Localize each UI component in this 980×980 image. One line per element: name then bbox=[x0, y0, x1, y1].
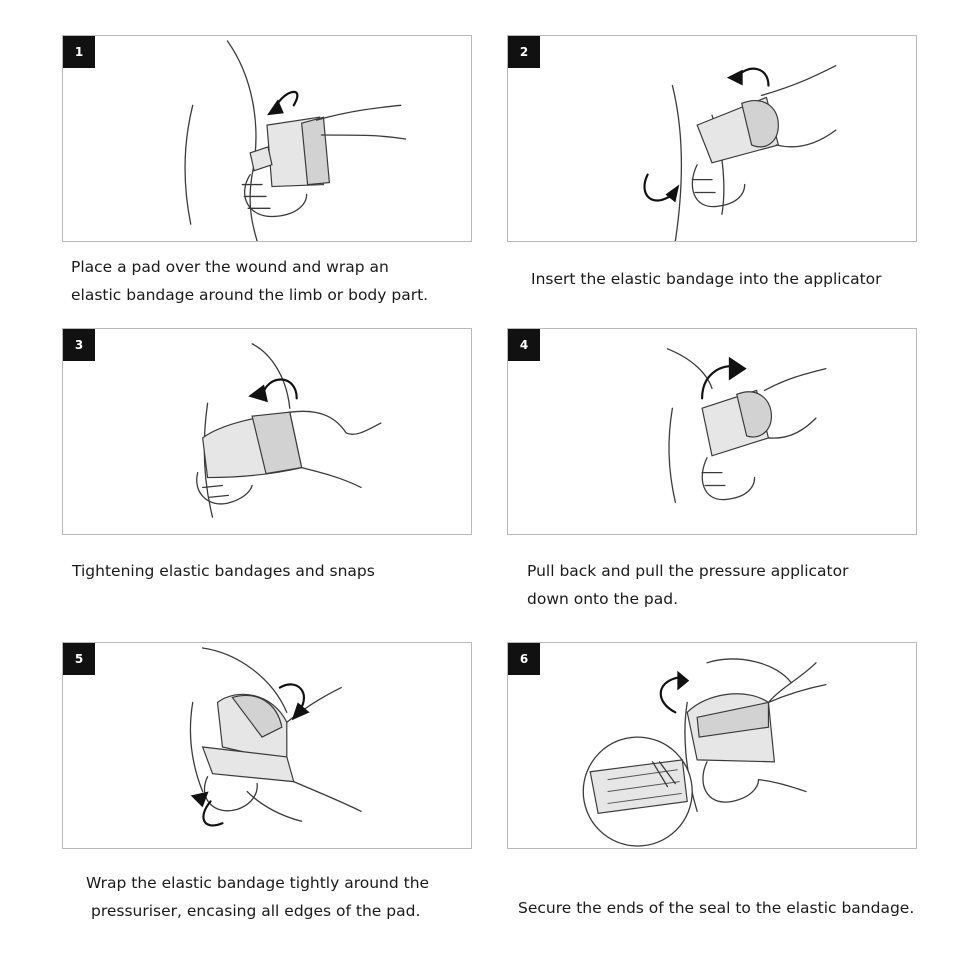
step-3-illustration bbox=[196, 343, 382, 518]
step-4-panel: 4 bbox=[507, 328, 917, 535]
step-1-caption: Place a pad over the wound and wrap an e… bbox=[71, 253, 428, 309]
step-5-caption-line-1: Wrap the elastic bandage tightly around … bbox=[86, 874, 430, 892]
step-2-illustration bbox=[643, 65, 837, 241]
step-6-illustration bbox=[582, 658, 827, 847]
step-6-caption: Secure the ends of the seal to the elast… bbox=[518, 894, 914, 922]
step-1-caption-line-1: Place a pad over the wound and wrap an bbox=[71, 258, 389, 276]
step-2-caption-line-1: Insert the elastic bandage into the appl… bbox=[531, 270, 882, 288]
step-5-caption-line-2: pressuriser, encasing all edges of the p… bbox=[91, 902, 421, 920]
step-5-caption: Wrap the elastic bandage tightly around … bbox=[86, 869, 429, 925]
step-4-caption: Pull back and pull the pressure applicat… bbox=[527, 557, 848, 613]
step-4-caption-line-1: Pull back and pull the pressure applicat… bbox=[527, 562, 849, 580]
step-5-number-badge: 5 bbox=[63, 643, 95, 675]
step-5-illustration bbox=[189, 647, 362, 827]
step-6-caption-line-1: Secure the ends of the seal to the elast… bbox=[518, 899, 915, 917]
step-4-caption-line-2: down onto the pad. bbox=[527, 590, 679, 608]
step-3-panel: 3 bbox=[62, 328, 472, 535]
step-6-number-badge: 6 bbox=[508, 643, 540, 675]
step-6-panel: 6 bbox=[507, 642, 917, 849]
step-2-panel: 2 bbox=[507, 35, 917, 242]
step-2-caption: Insert the elastic bandage into the appl… bbox=[531, 265, 882, 293]
step-1-panel: 1 bbox=[62, 35, 472, 242]
step-1-caption-line-2: elastic bandage around the limb or body … bbox=[71, 286, 429, 304]
step-4-illustration bbox=[666, 348, 827, 503]
step-3-number-badge: 3 bbox=[63, 329, 95, 361]
step-1-illustration bbox=[184, 40, 407, 241]
step-3-caption: Tightening elastic bandages and snaps bbox=[72, 557, 375, 585]
step-4-number-badge: 4 bbox=[508, 329, 540, 361]
step-1-number-badge: 1 bbox=[63, 36, 95, 68]
step-2-number-badge: 2 bbox=[508, 36, 540, 68]
step-3-caption-line-1: Tightening elastic bandages and snaps bbox=[72, 562, 375, 580]
step-5-panel: 5 bbox=[62, 642, 472, 849]
